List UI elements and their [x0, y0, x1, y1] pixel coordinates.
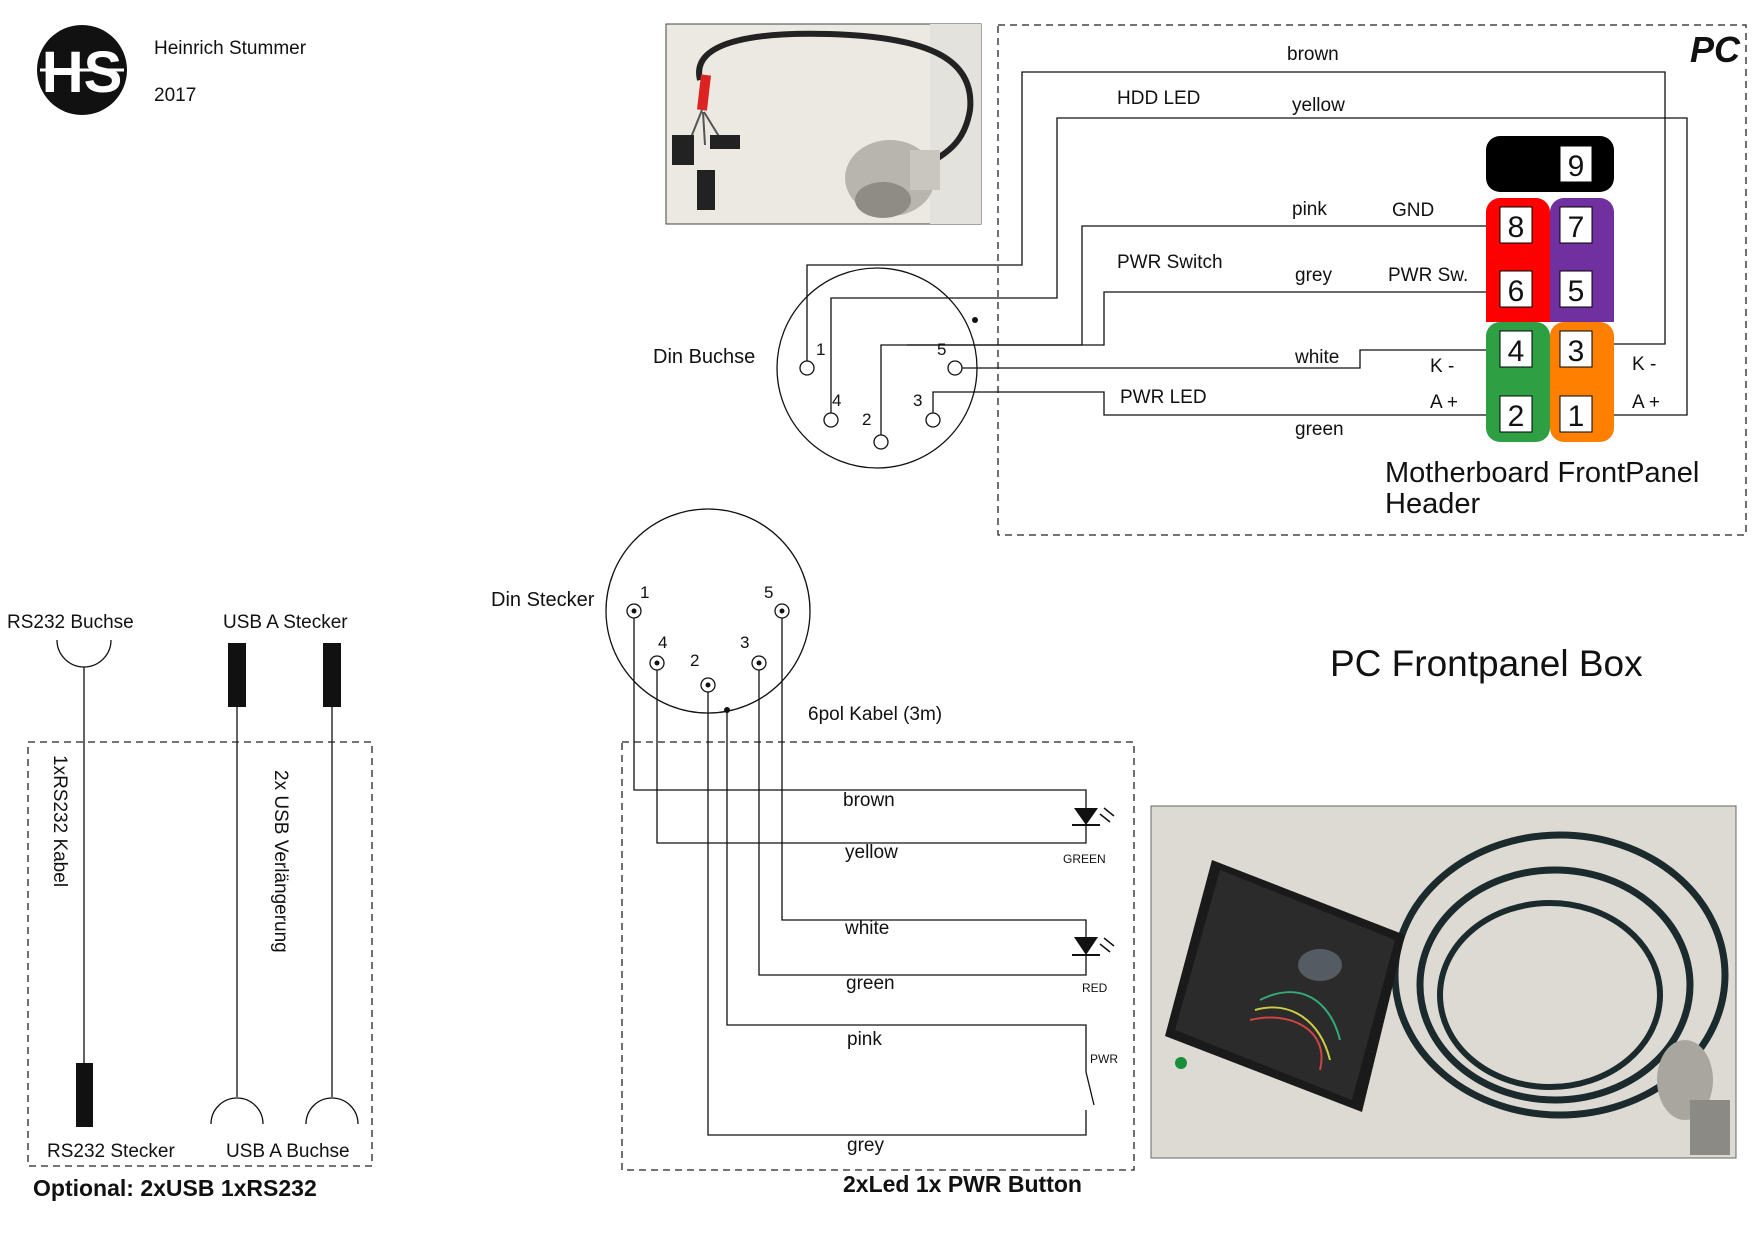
din-buchse-label: Din Buchse [653, 346, 755, 368]
usb-verlaengerung-label: 2x USB Verlängerung [270, 770, 291, 953]
pc-signal-a-left: A + [1430, 392, 1458, 413]
header-pin-7: 7 [1568, 211, 1585, 244]
box-wire-brown: brown [843, 790, 895, 811]
box-wire-white: white [844, 918, 889, 939]
din-stecker-pin4: 4 [658, 633, 667, 652]
rs232-stecker-label: RS232 Stecker [47, 1141, 175, 1162]
pc-signal-k-left: K - [1430, 356, 1454, 377]
frontpanel-header: 9 8 7 6 5 4 3 2 1 [1486, 136, 1614, 442]
pc-label: PC [1690, 29, 1741, 70]
pc-wire-pink: pink [1292, 199, 1327, 220]
pc-wire-grey: grey [1295, 265, 1332, 286]
header-pin-9: 9 [1568, 150, 1585, 183]
box-wires [633, 618, 1095, 1136]
rs232-stecker-symbol [76, 1063, 93, 1127]
box-photo [1150, 805, 1737, 1159]
din-buchse-pin3: 3 [913, 391, 922, 410]
usb-buchse-1 [210, 1097, 264, 1125]
header-pin-8: 8 [1508, 211, 1525, 244]
usb-stecker-1 [228, 643, 246, 707]
din-stecker-pin1: 1 [640, 583, 649, 602]
box-caption: 2xLed 1x PWR Button [843, 1171, 1082, 1197]
usb-stecker-label: USB A Stecker [223, 612, 348, 633]
header-title-line1: Motherboard FrontPanel [1385, 457, 1699, 489]
author-name: Heinrich Stummer [154, 38, 307, 59]
pc-boundary [997, 24, 1747, 536]
din-buchse-pin5: 5 [937, 340, 946, 359]
pc-wires [806, 71, 1688, 435]
header-title-line2: Header [1385, 488, 1480, 520]
box-boundary [621, 741, 1135, 1171]
din-buchse-pin1: 1 [816, 340, 825, 359]
logo-text: HS [42, 40, 123, 105]
header-pin-3: 3 [1568, 335, 1585, 368]
box-wire-pink: pink [847, 1029, 882, 1050]
din-stecker-pin2: 2 [690, 651, 699, 670]
optional-boundary [27, 741, 373, 1167]
pc-signal-a-right: A + [1632, 392, 1660, 413]
pc-wire-green: green [1295, 419, 1344, 440]
rs232-buchse-symbol [56, 639, 112, 668]
rs232-kabel-label: 1xRS232 Kabel [49, 755, 70, 887]
box-wire-green: green [846, 973, 895, 994]
author-year: 2017 [154, 85, 196, 106]
pc-wire-brown: brown [1287, 44, 1339, 65]
header-pin-5: 5 [1568, 275, 1585, 308]
din-stecker-pin5: 5 [764, 583, 773, 602]
led-red-label: RED [1082, 981, 1108, 995]
cable-photo [665, 23, 982, 225]
usb-buchse-2 [305, 1097, 359, 1125]
header-pin-2: 2 [1508, 400, 1525, 433]
box-wire-yellow: yellow [845, 842, 898, 863]
din-stecker-pin3: 3 [740, 633, 749, 652]
din-buchse-pin4: 4 [832, 391, 841, 410]
usb-stecker-2 [323, 643, 341, 707]
din-stecker-pins: 1 5 4 2 3 [626, 583, 790, 693]
usb-buchse-label: USB A Buchse [226, 1141, 350, 1162]
led-red-symbol [1072, 937, 1115, 956]
led-green-symbol [1072, 807, 1115, 826]
pc-signal-pwr-sw: PWR Sw. [1388, 265, 1468, 286]
box-wire-grey: grey [847, 1135, 884, 1156]
pc-signal-hdd-led: HDD LED [1117, 88, 1200, 109]
din-buchse-pin2: 2 [862, 410, 871, 429]
pc-wire-yellow: yellow [1292, 95, 1345, 116]
header-pin-1: 1 [1568, 400, 1585, 433]
pc-signal-pwr-switch: PWR Switch [1117, 252, 1223, 273]
rs232-buchse-label: RS232 Buchse [7, 612, 134, 633]
header-pin-6: 6 [1508, 275, 1525, 308]
pc-wire-white: white [1294, 347, 1339, 368]
author-logo: HS [37, 25, 127, 115]
page-title: PC Frontpanel Box [1330, 643, 1643, 684]
din-stecker-circle [605, 508, 811, 714]
pc-signal-pwr-led: PWR LED [1120, 387, 1207, 408]
pc-signal-k-right: K - [1632, 354, 1656, 375]
optional-caption: Optional: 2xUSB 1xRS232 [33, 1175, 317, 1201]
pwr-button-label: PWR [1090, 1052, 1118, 1066]
cable-label: 6pol Kabel (3m) [808, 704, 942, 725]
din-stecker-label: Din Stecker [491, 589, 595, 611]
pc-signal-gnd: GND [1392, 200, 1434, 221]
header-pin-4: 4 [1508, 335, 1525, 368]
led-green-label: GREEN [1063, 852, 1106, 866]
